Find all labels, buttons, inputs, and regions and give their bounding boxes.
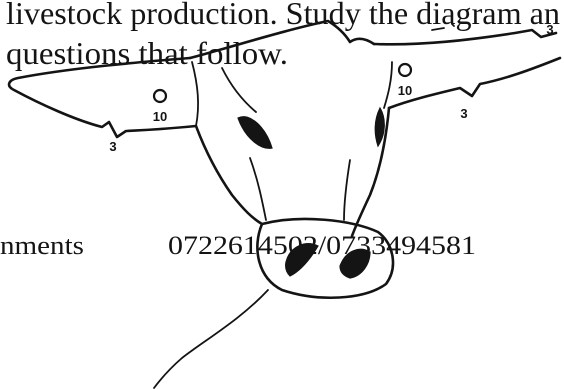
left-brow-line	[222, 68, 256, 112]
right-eye	[375, 108, 384, 146]
left-ear-hole	[154, 90, 166, 102]
document-text-line-1: livestock production. Study the diagram …	[6, 0, 560, 31]
footer-text-left: nments	[0, 231, 84, 260]
neck-line	[154, 290, 268, 388]
right-brow-line	[384, 62, 392, 108]
nose-bridge-right-line	[344, 160, 350, 220]
top-right-notch-label: 3	[546, 22, 553, 37]
left-eye	[238, 117, 272, 149]
footer-contact-numbers: 0722614502/0733494581	[168, 231, 476, 260]
right-ear-hole	[399, 64, 411, 76]
left-ear-hole-label: 10	[153, 109, 167, 124]
nose-bridge-left-line	[250, 158, 266, 220]
right-ear-hole-label: 10	[398, 83, 412, 98]
document-text-line-2: questions that follow.	[6, 35, 288, 71]
left-ear-base-line	[192, 62, 198, 126]
left-ear-notch-label: 3	[109, 139, 116, 154]
right-ear-notch-label: 3	[460, 106, 467, 121]
